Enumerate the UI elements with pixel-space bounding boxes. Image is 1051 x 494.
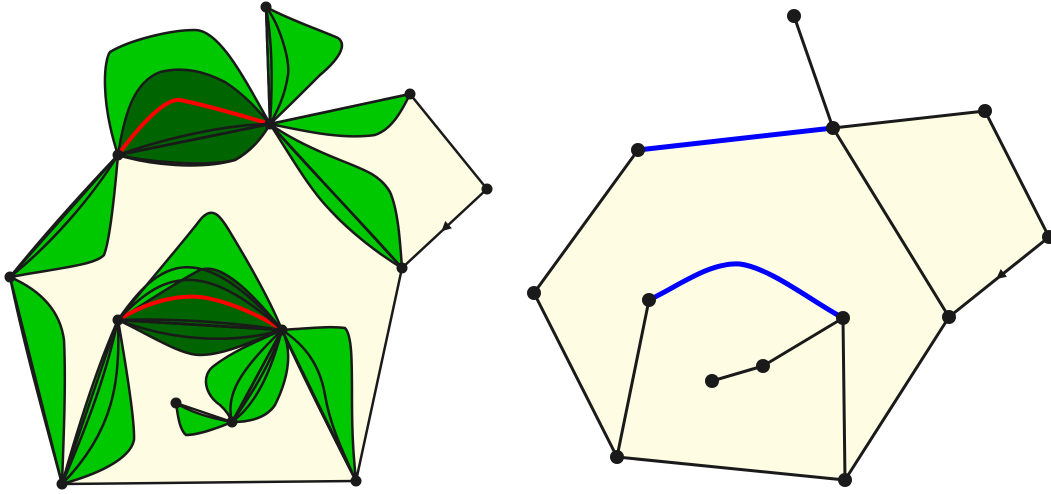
right-vertex [527, 286, 541, 300]
right-vertex [756, 359, 770, 373]
right-vertex [642, 293, 656, 307]
left-vertex [260, 1, 272, 13]
left-vertex [112, 149, 124, 161]
left-vertex [112, 314, 124, 326]
right-vertex [631, 143, 645, 157]
right-arrow-head [996, 236, 1050, 280]
right-vertex [978, 104, 992, 118]
right-edges [532, 14, 1051, 482]
left-vertex [481, 183, 493, 195]
left-vertex [276, 324, 288, 336]
left-vertices [4, 1, 493, 490]
left-vertex [56, 478, 68, 490]
petal-inner-small [174, 401, 234, 437]
left-vertex [170, 397, 182, 409]
right-vertex [610, 450, 624, 464]
left-vertex [226, 416, 238, 428]
right-highlight-inner [646, 261, 846, 321]
left-vertex [404, 88, 416, 100]
petal-inner-left [60, 318, 136, 486]
right-vertices [527, 9, 1051, 487]
right-vertex [787, 9, 801, 23]
right-vertex [836, 311, 850, 325]
right-vertex [826, 121, 840, 135]
right-side-face [833, 111, 1049, 317]
left-vertex [4, 271, 16, 283]
left-arrow-head [441, 188, 488, 232]
right-vertex [838, 473, 852, 487]
right-vertex [942, 310, 956, 324]
left-vertex [350, 475, 362, 487]
left-diagram [4, 1, 493, 490]
right-vertex [1042, 230, 1051, 244]
petal-top-right [268, 92, 412, 138]
right-vertex [705, 374, 719, 388]
right-highlight-top [635, 125, 836, 153]
petal-top-narrow [264, 5, 344, 126]
petal-top-cluster [103, 28, 273, 167]
right-diagram [527, 9, 1051, 487]
left-vertex [396, 262, 408, 274]
left-vertex [264, 118, 276, 130]
left-edges [8, 5, 489, 486]
